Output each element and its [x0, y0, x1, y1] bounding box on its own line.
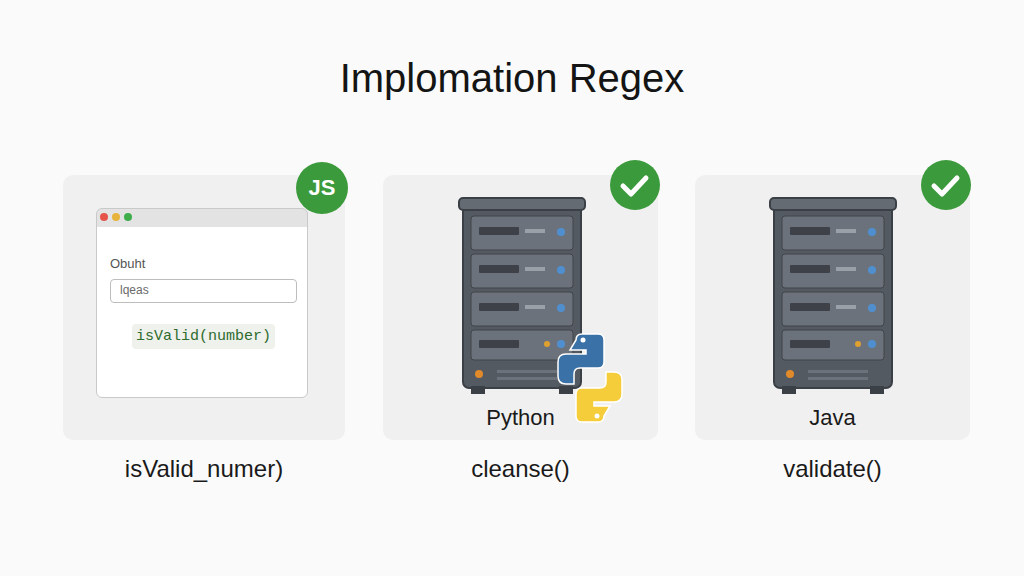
panel-caption: validate()	[655, 453, 1010, 485]
js-badge: JS	[296, 162, 348, 214]
input-field: lqeas	[110, 279, 297, 303]
code-chip: isValid(number)	[132, 324, 275, 349]
diagram-title: Implomation Regex	[0, 52, 1024, 104]
badge-text: JS	[296, 162, 348, 214]
panel-card: Pythoncleanse()	[383, 175, 658, 440]
form-label: Obuht	[110, 254, 290, 274]
browser-window: Obuht lqeas isValid(number)	[96, 208, 308, 398]
check-badge	[921, 160, 971, 210]
panel-card: Javavalidate()	[695, 175, 970, 440]
python-logo	[558, 334, 622, 422]
panel-caption: isValid_numer)	[23, 453, 385, 485]
panel-caption: cleanse()	[343, 453, 698, 485]
server-label: Java	[695, 403, 970, 433]
server-label: Python	[383, 403, 658, 433]
panel-card: isValid_numer)ObuhtlqeasisValid(number)J…	[63, 175, 345, 440]
code-text: isValid(number)	[122, 324, 285, 349]
check-badge	[610, 160, 660, 210]
input-text: lqeas	[120, 280, 290, 302]
